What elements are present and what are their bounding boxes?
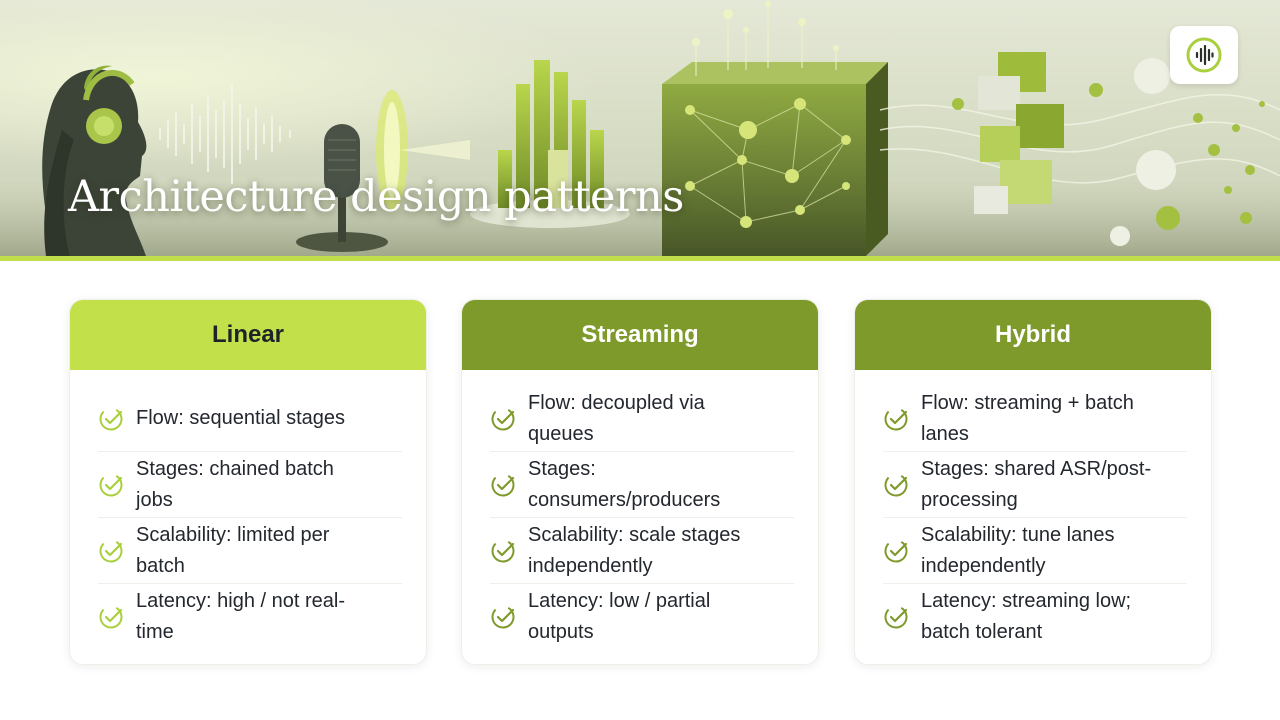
list-item-text: Stages: chained batch jobs [136,457,334,511]
card-title: Linear [70,300,426,370]
list-item: Latency: low / partial outputs [490,584,794,650]
list-item-text: Stages: consumers/producers [528,457,721,511]
card-streaming: Streaming Flow: decoupled via queues Sta… [461,299,819,665]
audio-waveform-icon [1186,37,1222,73]
card-title: Streaming [462,300,818,370]
list-item-text: Flow: sequential stages [136,407,346,429]
list-item: Scalability: scale stages independently [490,518,794,584]
check-circle-icon [884,407,908,430]
list-item: Scalability: limited per batch [98,518,402,584]
list-item: Latency: high / not real-time [98,584,402,650]
list-item: Stages: consumers/producers [490,452,794,518]
card-title: Hybrid [855,300,1211,370]
list-item-text: Flow: decoupled via queues [528,391,705,445]
sound-waveform [159,84,291,184]
card-linear: Linear Flow: sequential stages Stages: c… [69,299,427,665]
hero-illustration [0,0,1280,256]
list-item: Scalability: tune lanes independently [883,518,1187,584]
check-circle-icon [491,605,515,629]
list-item-text: Latency: low / partial outputs [528,590,711,643]
microphone-icon [296,124,388,252]
check-circle-icon [491,539,515,562]
list-item-text: Scalability: limited per batch [136,523,330,577]
brand-logo [1170,26,1238,84]
flow-lines [879,93,1280,184]
listener-figure [42,65,147,256]
hero-banner: Architecture design patterns [0,0,1280,256]
check-circle-icon [884,605,908,629]
list-item-text: Flow: streaming + batch lanes [921,391,1134,445]
list-item: Flow: streaming + batch lanes [883,386,1187,452]
data-blocks [974,52,1064,214]
hero-divider [0,256,1280,261]
page-title: Architecture design patterns [68,172,684,222]
list-item-text: Stages: shared ASR/post-processing [921,457,1152,511]
card-hybrid: Hybrid Flow: streaming + batch lanes Sta… [854,299,1212,665]
list-item-text: Scalability: tune lanes independently [921,523,1115,577]
list-item: Stages: shared ASR/post-processing [883,452,1187,518]
check-circle-icon [99,473,123,496]
network-cube [662,1,888,256]
list-item: Flow: sequential stages [98,386,402,452]
check-circle-icon [884,539,908,562]
bar-towers [470,60,630,228]
list-item: Flow: decoupled via queues [490,386,794,452]
check-circle-icon [99,407,123,430]
check-circle-icon [491,407,515,430]
list-item-text: Latency: high / not real-time [136,590,346,643]
list-item: Latency: streaming low; batch tolerant [883,584,1187,650]
check-circle-icon [99,605,123,629]
check-circle-icon [491,473,515,496]
check-circle-icon [884,473,908,496]
list-item-text: Scalability: scale stages independently [528,523,741,577]
spheres [952,58,1265,246]
list-item-text: Latency: streaming low; batch tolerant [921,590,1132,643]
check-circle-icon [99,539,123,562]
list-item: Stages: chained batch jobs [98,452,402,518]
